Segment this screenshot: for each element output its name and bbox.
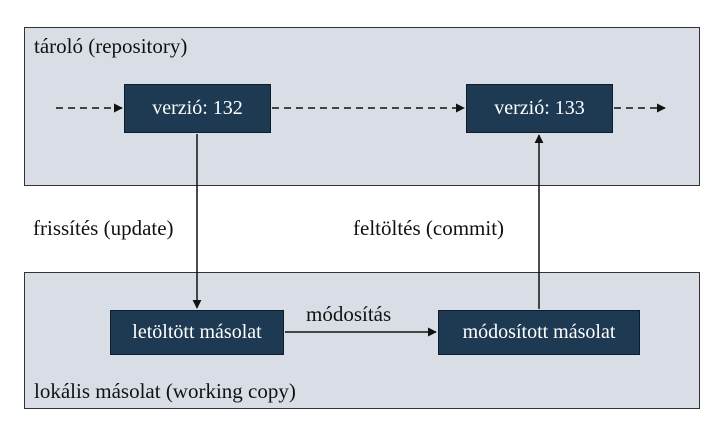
- modified-copy-box: módosított másolat: [438, 310, 640, 355]
- modify-label: módosítás: [306, 302, 392, 326]
- downloaded-copy-box: letöltött másolat: [110, 310, 284, 355]
- working-copy-label: lokális másolat (working copy): [34, 379, 296, 403]
- commit-label: feltöltés (commit): [353, 216, 505, 240]
- version-132-box: verzió: 132: [124, 84, 271, 133]
- version-133-box: verzió: 133: [466, 84, 613, 133]
- repository-label: tároló (repository): [34, 34, 188, 58]
- update-label: frissítés (update): [33, 216, 174, 240]
